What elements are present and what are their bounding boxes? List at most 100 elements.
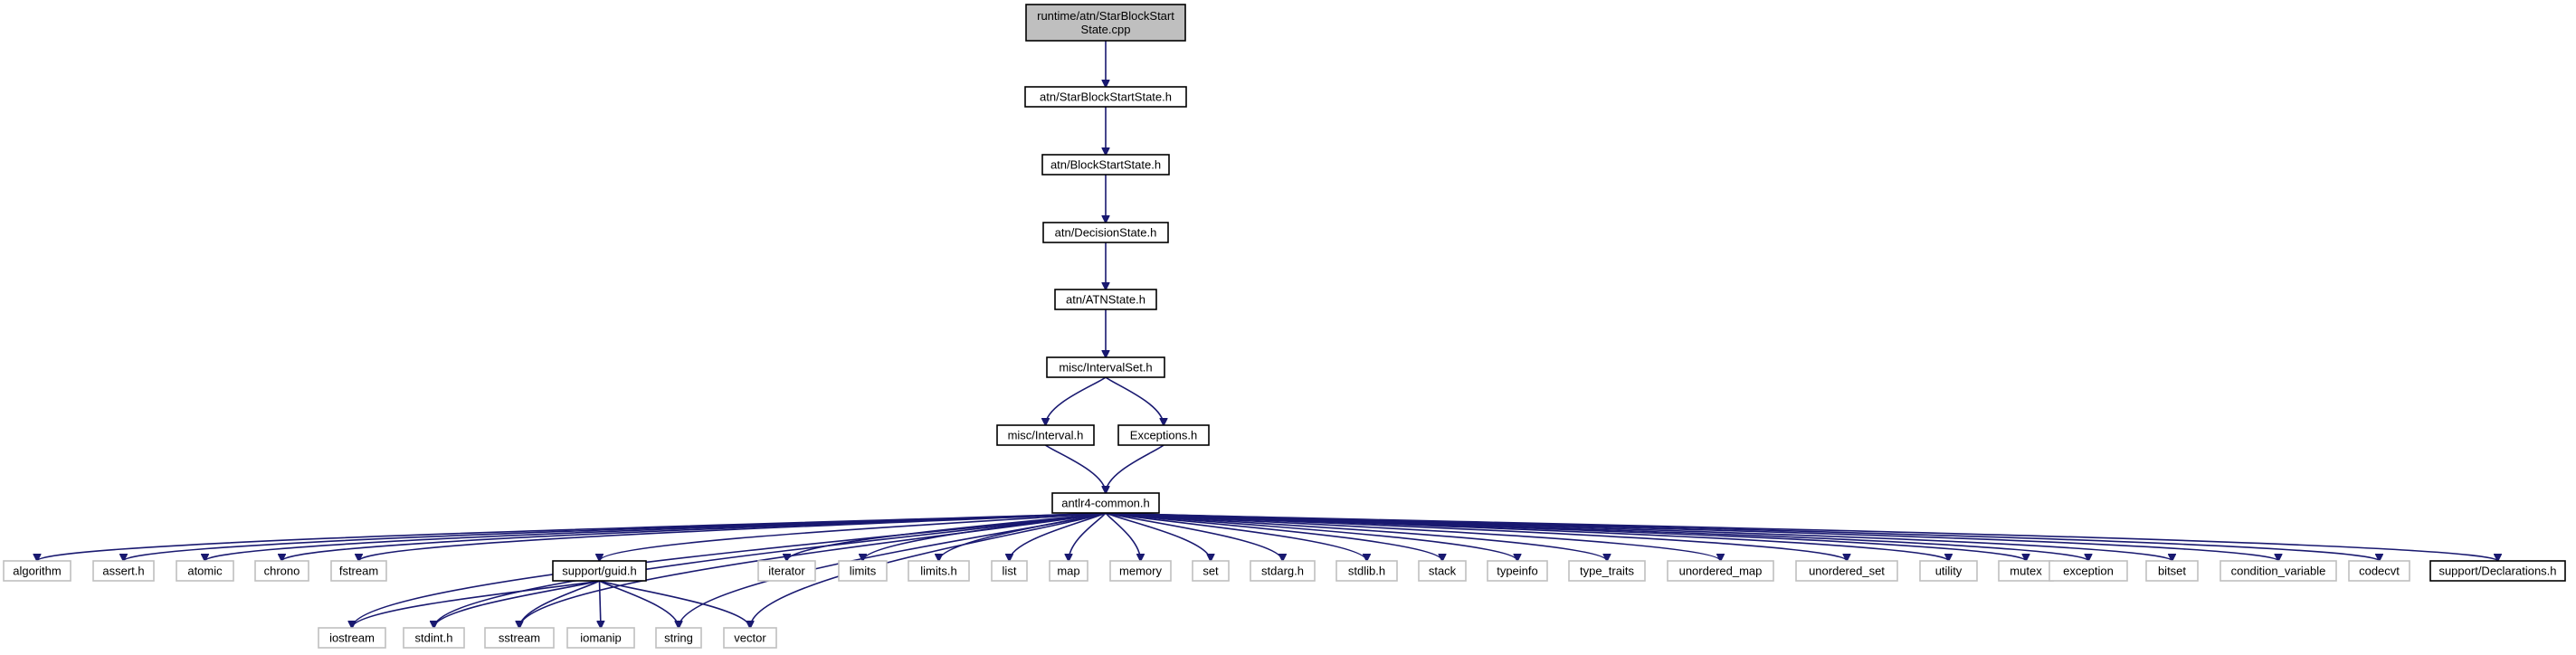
- node-box: [1049, 560, 1088, 582]
- node-memory: memory: [1109, 560, 1172, 582]
- node-label: iostream: [329, 631, 375, 645]
- edge-n8-to-limits: [863, 512, 1107, 561]
- node-label: stdlib.h: [1348, 565, 1385, 578]
- node-unordered-map: unordered_map: [1667, 560, 1774, 582]
- node-n2[interactable]: atn/BlockStartState.h: [1041, 154, 1170, 176]
- node-box: [1117, 424, 1210, 446]
- node-exception: exception: [2048, 560, 2128, 582]
- node-limits: limits: [838, 560, 888, 582]
- node-stack: stack: [1418, 560, 1467, 582]
- node-box: [1487, 560, 1548, 582]
- node-label: type_traits: [1580, 565, 1634, 578]
- node-label: list: [1003, 565, 1017, 578]
- edge: [352, 580, 600, 628]
- node-box: [1042, 222, 1169, 243]
- node-type-traits: type_traits: [1568, 560, 1646, 582]
- node-n4[interactable]: atn/ATNState.h: [1054, 289, 1157, 310]
- edge: [1105, 512, 1211, 561]
- node-box: [655, 627, 702, 649]
- node-stdlib: stdlib.h: [1336, 560, 1398, 582]
- node-box: [92, 560, 155, 582]
- node-box: [2220, 560, 2337, 582]
- node-box: [403, 627, 465, 649]
- edge: [519, 580, 600, 628]
- node-box: [1250, 560, 1316, 582]
- node-fstream: fstream: [330, 560, 387, 582]
- node-box: [484, 627, 555, 649]
- node-chrono: chrono: [254, 560, 309, 582]
- node-label: atn/StarBlockStartState.h: [1040, 90, 1172, 104]
- edge-guid-to-vector: [599, 580, 751, 628]
- node-root: runtime/atn/StarBlockStartState.cpp: [1025, 4, 1186, 42]
- edge-guid-to-string: [599, 580, 680, 628]
- graph-nodes: runtime/atn/StarBlockStartState.cpp atn/S…: [3, 4, 2566, 649]
- node-label: vector: [734, 631, 766, 645]
- node-stdarg: stdarg.h: [1250, 560, 1316, 582]
- node-label: bitset: [2158, 565, 2186, 578]
- edge-n8-to-stdarg: [1105, 512, 1283, 561]
- node-declarations[interactable]: support/Declarations.h: [2429, 560, 2566, 582]
- node-label: unordered_set: [1809, 565, 1885, 578]
- node-n8[interactable]: antlr4-common.h: [1051, 492, 1160, 514]
- edge-n8-to-set: [1105, 512, 1211, 561]
- node-box: [1192, 560, 1230, 582]
- node-label: atn/ATNState.h: [1066, 293, 1145, 307]
- node-box: [176, 560, 234, 582]
- edge: [1105, 376, 1164, 425]
- edge-guid-to-iomanip: [600, 580, 602, 628]
- node-label: antlr4-common.h: [1061, 497, 1150, 510]
- node-n7[interactable]: Exceptions.h: [1117, 424, 1210, 446]
- node-map: map: [1049, 560, 1088, 582]
- node-label: map: [1057, 565, 1079, 578]
- node-box: [1025, 4, 1186, 42]
- edge: [282, 512, 1107, 561]
- edge-n8-to-guid: [600, 512, 1107, 561]
- graph-edges: [37, 41, 2498, 628]
- node-label: unordered_map: [1679, 565, 1763, 578]
- node-assert: assert.h: [92, 560, 155, 582]
- node-box: [1795, 560, 1898, 582]
- node-box: [318, 627, 386, 649]
- node-mutex: mutex: [1998, 560, 2054, 582]
- node-codecvt: codecvt: [2348, 560, 2410, 582]
- edge: [750, 512, 1107, 628]
- edge: [939, 512, 1107, 561]
- node-box: [566, 627, 635, 649]
- edge-guid-to-sstream: [519, 580, 600, 628]
- node-box: [991, 560, 1028, 582]
- node-label: utility: [1935, 565, 1963, 578]
- node-n5[interactable]: misc/IntervalSet.h: [1046, 356, 1165, 378]
- node-box: [838, 560, 888, 582]
- node-limitsh: limits.h: [908, 560, 970, 582]
- edge-n8-to-memory: [1105, 512, 1141, 561]
- edge-n8-to-chrono: [282, 512, 1107, 561]
- edge-n8-to-fstream: [359, 512, 1107, 561]
- node-label: atn/BlockStartState.h: [1050, 158, 1161, 172]
- node-label: support/Declarations.h: [2438, 565, 2556, 578]
- edge: [205, 512, 1107, 561]
- node-box: [1919, 560, 1978, 582]
- edge: [1010, 512, 1107, 561]
- edge: [1105, 512, 1283, 561]
- node-n1[interactable]: atn/StarBlockStartState.h: [1024, 86, 1187, 108]
- node-box: [1024, 86, 1187, 108]
- node-label: algorithm: [13, 565, 61, 578]
- node-label: State.cpp: [1081, 23, 1131, 36]
- node-label: codecvt: [2359, 565, 2400, 578]
- node-box: [1054, 289, 1157, 310]
- edge-n5-to-n7: [1105, 376, 1164, 425]
- node-label: typeinfo: [1497, 565, 1538, 578]
- edge-n8-to-vector: [750, 512, 1107, 628]
- node-box: [996, 424, 1095, 446]
- node-set: set: [1192, 560, 1230, 582]
- node-box: [1667, 560, 1774, 582]
- node-label: stdarg.h: [1261, 565, 1304, 578]
- node-n6[interactable]: misc/Interval.h: [996, 424, 1095, 446]
- edge: [600, 512, 1107, 561]
- node-unordered-set: unordered_set: [1795, 560, 1898, 582]
- node-box: [552, 560, 647, 582]
- node-label: support/guid.h: [562, 565, 636, 578]
- node-n3[interactable]: atn/DecisionState.h: [1042, 222, 1169, 243]
- node-stdint: stdint.h: [403, 627, 465, 649]
- node-guid[interactable]: support/guid.h: [552, 560, 647, 582]
